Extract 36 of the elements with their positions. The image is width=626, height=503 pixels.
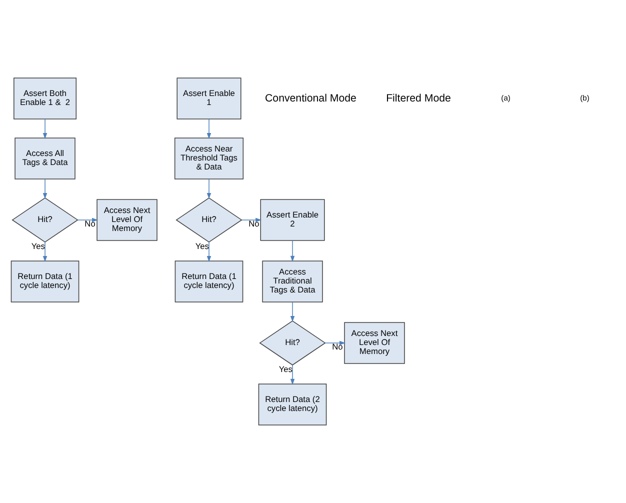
edge-label: No [84, 218, 96, 229]
arrow [206, 178, 212, 200]
node-box: Assert Enable 2 [260, 199, 325, 241]
node-diamond: Hit? [259, 320, 326, 366]
label: Conventional Mode [265, 92, 356, 104]
edge-label: Yes [278, 364, 292, 374]
edge-label: Yes [195, 240, 209, 251]
node-box: Access Traditional Tags & Data [262, 260, 323, 302]
node-box: Access Near Threshold Tags & Data [174, 138, 244, 180]
arrow [77, 218, 98, 222]
label: Filtered Mode [386, 92, 451, 104]
node-diamond: Hit? [12, 198, 78, 242]
node-box: Access Next Level Of Memory [96, 199, 158, 241]
node-box: Access All Tags & Data [14, 138, 76, 180]
node-box: Assert Enable 1 [176, 78, 242, 120]
arrow [290, 302, 295, 322]
arrow [206, 242, 212, 262]
edge-label: Yes [31, 240, 46, 251]
node-box: Return Data (1 cycle latency) [10, 260, 80, 302]
node-box: Access Next Level Of Memory [344, 322, 405, 364]
arrow [242, 218, 262, 222]
arrow [324, 340, 346, 346]
arrow [42, 178, 48, 200]
label: (a) [501, 93, 510, 102]
arrow [290, 240, 295, 262]
arrow [42, 242, 48, 262]
arrow [206, 118, 212, 140]
arrow [42, 118, 48, 140]
arrow [290, 364, 295, 386]
node-box: Return Data (1 cycle latency) [174, 260, 244, 302]
edge-label: No [248, 218, 260, 229]
label: (b) [580, 93, 590, 102]
node-diamond: Hit? [176, 198, 242, 242]
edge-label: No [332, 342, 343, 352]
node-box: Return Data (2 cycle latency) [258, 384, 327, 426]
node-box: Assert Both Enable 1 & 2 [14, 78, 77, 120]
